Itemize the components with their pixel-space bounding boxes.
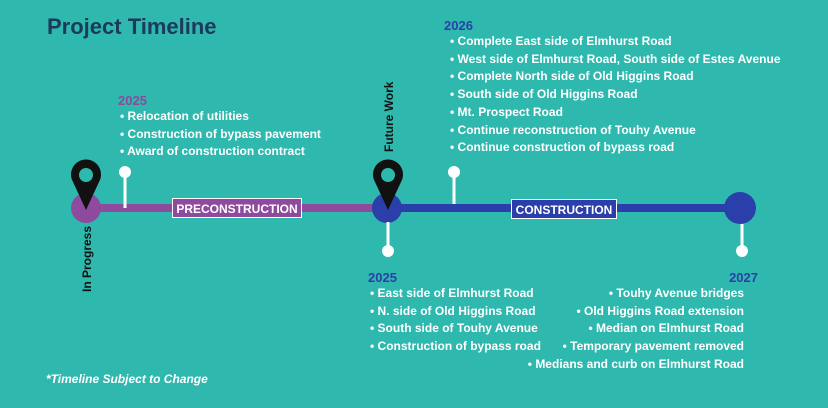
- milestone-year: 2025: [118, 93, 147, 108]
- list-item: Medians and curb on Elmhurst Road: [528, 356, 744, 374]
- list-item: East side of Elmhurst Road: [370, 285, 541, 303]
- list-item: Complete East side of Elmhurst Road: [450, 33, 781, 51]
- stem-con-2026-dot: [448, 166, 460, 178]
- preconstruction-label: PRECONSTRUCTION: [172, 198, 302, 218]
- milestone-year: 2025: [368, 270, 397, 285]
- milestone-year: 2027: [729, 270, 758, 285]
- stem-con-2027-dot: [736, 245, 748, 257]
- list-item: Temporary pavement removed: [528, 338, 744, 356]
- list-item: Touhy Avenue bridges: [528, 285, 744, 303]
- list-item: Median on Elmhurst Road: [528, 320, 744, 338]
- map-pin-icon: [373, 159, 403, 210]
- list-item: Complete North side of Old Higgins Road: [450, 68, 781, 86]
- list-item: Relocation of utilities: [120, 108, 321, 126]
- stem-pre-2025-dot: [119, 166, 131, 178]
- in-progress-label: In Progress: [80, 225, 94, 292]
- construction-label: CONSTRUCTION: [511, 199, 617, 219]
- milestone-con-2027: 2027 Touhy Avenue bridges Old Higgins Ro…: [528, 270, 758, 374]
- milestone-list: Complete East side of Elmhurst Road West…: [450, 33, 781, 157]
- list-item: Continue construction of bypass road: [450, 139, 781, 157]
- map-pin-icon: [71, 159, 101, 210]
- list-item: Construction of bypass road: [370, 338, 541, 356]
- page-title: Project Timeline: [47, 14, 217, 39]
- list-item: West side of Elmhurst Road, South side o…: [450, 51, 781, 69]
- list-item: South side of Old Higgins Road: [450, 86, 781, 104]
- end-node: [724, 192, 756, 224]
- list-item: Old Higgins Road extension: [528, 303, 744, 321]
- milestone-list: East side of Elmhurst Road N. side of Ol…: [370, 285, 541, 356]
- milestone-list: Relocation of utilities Construction of …: [120, 108, 321, 161]
- list-item: Mt. Prospect Road: [450, 104, 781, 122]
- middle-node: [372, 193, 402, 223]
- milestone-year: 2026: [444, 18, 473, 33]
- list-item: Continue reconstruction of Touhy Avenue: [450, 122, 781, 140]
- footnote: *Timeline Subject to Change: [46, 372, 208, 386]
- milestone-con-2025: 2025 East side of Elmhurst Road N. side …: [368, 270, 541, 356]
- milestone-pre-2025: 2025 Relocation of utilities Constructio…: [118, 93, 321, 161]
- future-work-label: Future Work: [382, 81, 396, 152]
- list-item: Award of construction contract: [120, 143, 321, 161]
- stem-con-2025-dot: [382, 245, 394, 257]
- list-item: South side of Touhy Avenue: [370, 320, 541, 338]
- list-item: N. side of Old Higgins Road: [370, 303, 541, 321]
- milestone-list: Touhy Avenue bridges Old Higgins Road ex…: [528, 285, 744, 374]
- list-item: Construction of bypass pavement: [120, 126, 321, 144]
- milestone-con-2026: 2026 Complete East side of Elmhurst Road…: [444, 18, 781, 157]
